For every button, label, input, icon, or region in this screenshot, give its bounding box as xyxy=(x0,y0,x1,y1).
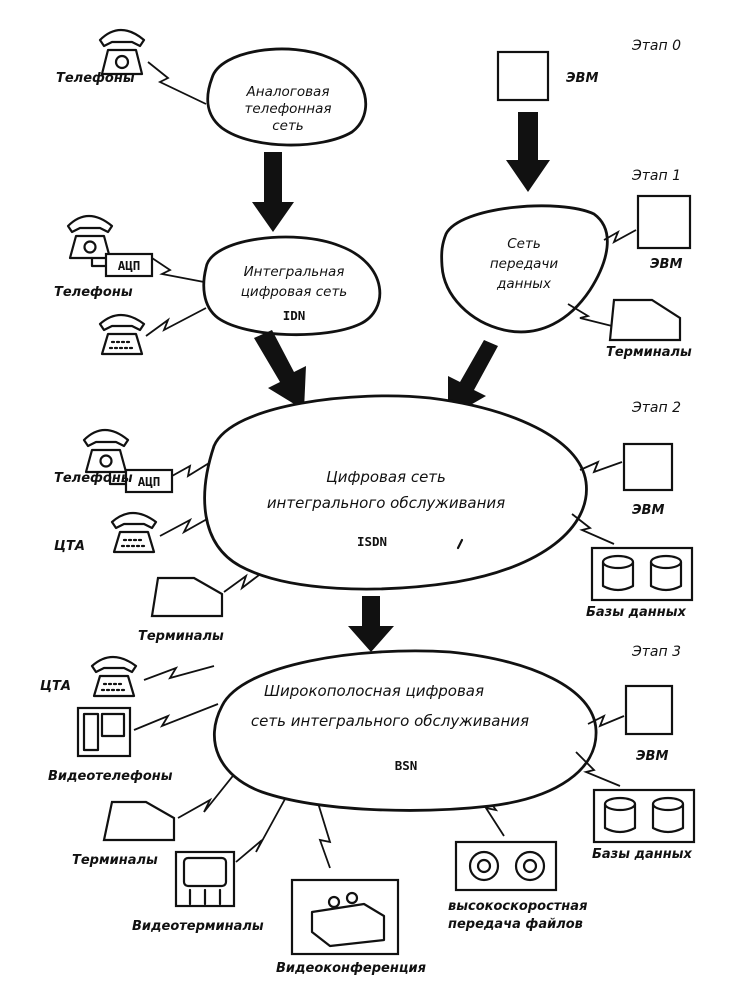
isdn-network-cloud xyxy=(203,394,588,591)
link-line xyxy=(571,513,615,545)
videophone-icon xyxy=(76,706,132,758)
database-icon xyxy=(603,796,685,834)
phone-icon xyxy=(98,28,146,76)
adc-box xyxy=(124,468,174,494)
file-transfer-label-line2: передача файлов xyxy=(448,917,583,932)
stage-3-label: Этап 3 xyxy=(631,644,681,660)
computer-icon xyxy=(496,50,550,102)
terminal-icon xyxy=(608,298,682,342)
adc-label-idn: АЦП xyxy=(118,258,141,273)
videoterminal-icon xyxy=(174,850,236,908)
digital-phone-icon xyxy=(98,313,146,356)
stage-1-label: Этап 1 xyxy=(631,168,681,184)
videoconference-label: Видеоконференция xyxy=(276,961,426,976)
idn-network-line2: цифровая сеть xyxy=(241,284,348,300)
databases-label-isdn: Базы данных xyxy=(586,605,687,620)
link-line xyxy=(567,303,613,327)
file-transfer-label-line1: высокоскоростная xyxy=(448,899,587,914)
videoconference-icon xyxy=(290,878,400,956)
analog-network-line3: сеть xyxy=(272,118,304,134)
link-line xyxy=(235,767,303,863)
analog-network-line1: Аналоговая xyxy=(246,84,330,100)
arrow-diagonal-icon xyxy=(254,330,306,410)
phones-label-isdn: Телефоны xyxy=(54,471,133,486)
link-line xyxy=(145,307,207,337)
videoterminals-label: Видеотерминалы xyxy=(132,919,264,934)
phones-label-top: Телефоны xyxy=(56,71,135,86)
arrow-down-icon xyxy=(506,112,550,192)
evm-label-stage1: ЭВМ xyxy=(650,257,682,272)
evm-label-top: ЭВМ xyxy=(566,71,598,86)
link-line xyxy=(90,256,108,268)
link-line xyxy=(108,470,128,486)
evm-label-isdn: ЭВМ xyxy=(632,503,664,518)
stage-2-label: Этап 2 xyxy=(631,400,681,416)
databases-label-bsn: Базы данных xyxy=(592,847,693,862)
file-transfer-icon xyxy=(454,840,558,892)
analog-network-cloud xyxy=(206,47,368,147)
isdn-network-line1: Цифровая сеть xyxy=(326,468,446,486)
link-line xyxy=(147,61,207,105)
phone-icon xyxy=(66,214,114,260)
link-line xyxy=(133,703,219,731)
adc-label-isdn: АЦП xyxy=(138,474,161,489)
evm-label-bsn: ЭВМ xyxy=(636,749,668,764)
bsn-network-cloud xyxy=(213,649,598,812)
link-line xyxy=(143,665,215,681)
computer-icon xyxy=(624,684,674,736)
database-icon xyxy=(601,554,683,592)
link-line xyxy=(313,789,332,869)
cta-label-bsn: ЦТА xyxy=(40,679,71,694)
stage-0-label: Этап 0 xyxy=(631,38,681,54)
bsn-network-line2: сеть интегрального обслуживания xyxy=(251,712,529,730)
isdn-network-line2: интегрального обслуживания xyxy=(267,494,505,512)
computer-icon xyxy=(636,194,692,250)
link-line xyxy=(171,459,215,478)
analog-network-line2: телефонная xyxy=(245,101,332,117)
digital-phone-icon xyxy=(90,655,138,698)
link-line xyxy=(575,751,621,787)
digital-phone-icon xyxy=(110,511,158,554)
videophones-label: Видеотелефоны xyxy=(48,769,173,784)
idn-network-line1: Интегральная xyxy=(244,264,345,280)
link-line xyxy=(579,460,623,474)
isdn-network-line3: ISDN xyxy=(357,534,387,549)
database-box xyxy=(592,788,696,844)
terminals-label-stage1: Терминалы xyxy=(606,345,692,360)
arrow-down-icon xyxy=(348,596,394,652)
terminal-icon xyxy=(150,576,224,618)
link-line xyxy=(587,714,625,728)
link-line xyxy=(159,513,217,537)
data-network-line3: данных xyxy=(496,276,552,292)
arrow-down-icon xyxy=(252,152,294,232)
stray-mark xyxy=(456,538,464,550)
bsn-network-line1: Широкополосная цифровая xyxy=(264,682,484,700)
terminals-label-isdn: Терминалы xyxy=(138,629,224,644)
data-network-line1: Сеть xyxy=(507,236,541,252)
cta-label-isdn: ЦТА xyxy=(54,539,85,554)
adc-box xyxy=(104,252,154,278)
terminal-icon xyxy=(102,800,176,842)
link-line xyxy=(603,229,637,244)
idn-network-line3: IDN xyxy=(283,308,306,323)
phone-icon xyxy=(82,428,130,474)
phones-label-idn: Телефоны xyxy=(54,285,133,300)
computer-icon xyxy=(622,442,674,492)
link-line xyxy=(177,751,253,819)
arrow-diagonal-icon xyxy=(448,340,498,418)
data-network-cloud xyxy=(440,204,609,334)
terminals-label-bsn: Терминалы xyxy=(72,853,158,868)
link-line xyxy=(151,257,205,283)
data-network-line2: передачи xyxy=(490,256,559,272)
database-box xyxy=(590,546,694,602)
bsn-network-line3: BSN xyxy=(395,758,418,773)
idn-network-cloud xyxy=(202,235,382,337)
